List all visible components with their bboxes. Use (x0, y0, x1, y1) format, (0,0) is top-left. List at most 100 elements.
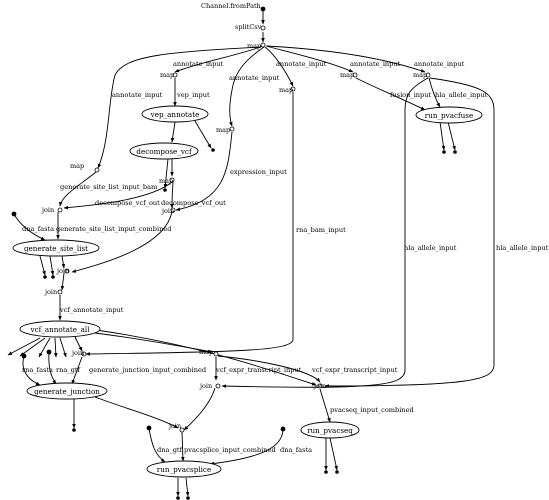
edge-dna-gtf-to-run-pvacsplice (148, 428, 166, 463)
edge-label: generate_site_list_input_combined (56, 225, 172, 233)
operator-label-map: map (159, 177, 173, 185)
edge-join-to-run-pvacsplice (181, 431, 185, 462)
edge-vep-annotate-to-decompose (170, 121, 176, 143)
sink-dot (442, 150, 446, 154)
source-dot-dna-gtf (146, 425, 152, 431)
operator-label-channel-frompath: Channel.fromPath (201, 2, 261, 10)
edge-vcf-annotate-to-sink-2 (19, 337, 46, 357)
edge-gsl-to-join-vcf (61, 255, 66, 269)
sink-dot (72, 428, 76, 432)
edge-label: hla_allele_input (404, 244, 457, 252)
edge-label: rna_bam_input (296, 226, 346, 234)
edge-label: annotate_input (414, 60, 465, 68)
process-generate-site-list: generate_site_list (12, 239, 100, 257)
edge-join-vcf-to-join-vcf (71, 211, 173, 273)
operator-label-join: join (168, 422, 181, 430)
edge-label: vcf_annotate_input (59, 306, 124, 314)
edge-vcf-annotate-to-join-junction (74, 336, 83, 352)
edge-vcf-annotate-to-join-pvacseq (95, 329, 317, 386)
operator-point-map-fusion (352, 72, 358, 78)
edge-map-decompose-to-join-gsl (63, 181, 173, 210)
sink-dot (324, 470, 328, 474)
sink-dot (43, 275, 47, 279)
dots (11, 6, 457, 500)
edge-label: dna_fasta (280, 446, 312, 454)
edge-map-fusion-to-run-pvacfuse (355, 77, 426, 111)
edges (7, 11, 495, 497)
operator-label-map: map (199, 348, 213, 356)
operator-points (57, 25, 431, 433)
edge-label: vcf_expr_transcript_input (215, 366, 302, 374)
edge-dna-fasta-to-gsl (13, 213, 46, 241)
edge-rna-fasta-to-generate-junction (22, 355, 41, 386)
process-run-pvacsplice: run_pvacsplice (146, 460, 222, 478)
sink-dot (335, 470, 339, 474)
edge-pvacfuse-to-sink-1 (439, 121, 446, 151)
edge-generate-junction-to-join-pvacsplice (94, 396, 179, 429)
operator-point-join-junction (81, 351, 87, 357)
edge-vcf-annotate-to-sink-5 (59, 337, 67, 358)
edge-label: dna_fasta (22, 225, 54, 233)
process-label: run_pvacfuse (425, 111, 474, 120)
sink-dot (163, 188, 167, 192)
operator-label-map: map (340, 71, 354, 79)
operator-point-join-gsl (57, 207, 63, 213)
operator-point-map-rna-bam (290, 86, 296, 92)
edge-vep-annotate-to-sink (194, 120, 212, 149)
edge-join-to-run-pvacseq (319, 388, 331, 423)
operator-label-join: join (41, 206, 54, 214)
operator-label-join: join (56, 267, 69, 275)
edge-label: annotate_input (276, 60, 327, 68)
operator-label-map: map (247, 42, 261, 50)
sink-dot (211, 148, 215, 152)
edge-map-hla-to-join-expr (221, 77, 429, 388)
process-generate-junction: generate_junction (26, 382, 108, 400)
process-label: vep_annotate (150, 110, 200, 119)
process-run-pvacfuse: run_pvacfuse (415, 106, 483, 124)
edge-label: pvacsplice_input_combined (184, 446, 276, 454)
operator-point-map-gsl (94, 167, 100, 173)
edge-map-to-map-expression (229, 46, 265, 127)
edge-labels: annotate_input annotate_input annotate_i… (22, 60, 549, 454)
edge-vcf-annotate-to-sink-3 (38, 337, 51, 358)
edge-label: rna_fasta (22, 366, 53, 374)
edge-vcf-annotate-to-sink-1 (7, 337, 41, 356)
edge-map-to-join-gsl (58, 171, 97, 207)
operator-label-splitcsv: splitCsv (235, 23, 262, 31)
operator-point-join-vcf-annotate (57, 289, 63, 295)
operator-label-join: join (44, 288, 57, 296)
edge-label: fusion_input (390, 91, 432, 99)
process-label: run_pvacsplice (157, 465, 211, 474)
edge-vcf-annotate-to-map-expr (94, 332, 213, 354)
edge-map-rna-bam-to-join-junction (85, 92, 294, 356)
edge-label: hla_allele_input (496, 244, 549, 252)
edge-label: vcf_expr_transcript_input (311, 366, 398, 374)
operator-label-join: join (71, 349, 84, 357)
edge-map-hla-to-join-pvacseq (324, 77, 495, 388)
operator-point-join-expr (215, 383, 221, 389)
edge-label: generate_junction_input_combined (89, 366, 207, 374)
edge-pvacseq-to-sink-2 (329, 437, 338, 471)
edge-vcf-annotate-to-sink-4 (53, 337, 58, 358)
edge-label: rna_gtf (56, 366, 80, 374)
process-label: vcf_annotate_all (29, 325, 90, 334)
source-dot-dna-fasta (11, 211, 17, 217)
edge-map-to-map-rna-bam (264, 46, 294, 87)
edge-map-to-map-gsl (97, 46, 262, 169)
edge-map-decompose-to-join-vcf (170, 181, 174, 209)
edge-pvacsplice-to-sink-2 (185, 477, 190, 497)
process-label: decompose_vcf (136, 147, 193, 156)
edge-rna-gtf-to-generate-junction (48, 352, 57, 385)
edge-label: annotate_input (112, 91, 163, 99)
edge-map-expression-to-join-vcf (175, 131, 233, 211)
operator-point-splitcsv (260, 25, 266, 31)
operator-label-join: join (199, 382, 212, 390)
operator-point-join-pvacseq (317, 383, 323, 389)
edge-map-to-map-vep (174, 45, 264, 73)
sink-dot (186, 496, 190, 500)
edge-label: hla_allele_input (435, 91, 488, 99)
operator-point-map-expression (229, 126, 235, 132)
sink-dot (453, 150, 457, 154)
operator-label-join: join (161, 207, 174, 215)
